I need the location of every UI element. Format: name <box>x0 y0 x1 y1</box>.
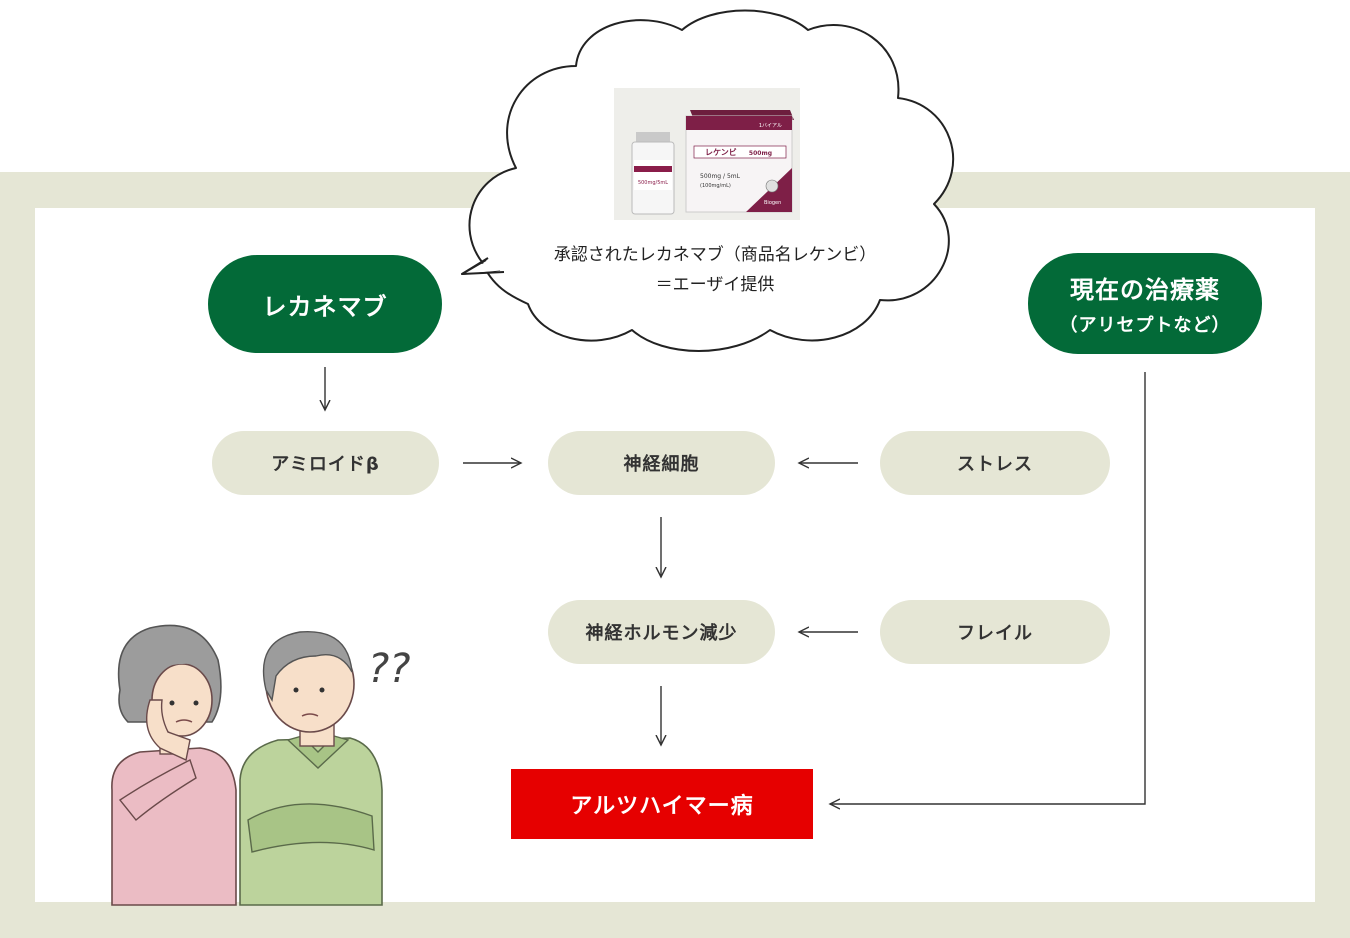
svg-text:1バイアル: 1バイアル <box>759 123 782 129</box>
question-marks: ?? <box>368 646 410 692</box>
product-box-image: 1バイアル レケンビ 500mg 500mg / 5mL (100mg/mL) … <box>685 110 794 213</box>
woman-figure <box>111 624 237 906</box>
node-frailty: フレイル <box>880 600 1110 664</box>
svg-text:500mg/5mL: 500mg/5mL <box>638 180 668 186</box>
node-alzheimers-label: アルツハイマー病 <box>570 794 754 819</box>
node-current-drug-title: 現在の治療薬 <box>1070 276 1220 304</box>
vial-image: 500mg/5mL <box>631 132 675 215</box>
node-lecanemab: レカネマブ <box>208 255 442 353</box>
node-neuron-label: 神経細胞 <box>623 454 700 475</box>
product-photo: 500mg/5mL 1バイアル レケンビ 500mg 500mg / 5mL (… <box>614 88 800 220</box>
arrow-current-drug-to-alzheimers <box>830 372 1146 804</box>
node-current-drug-sub: （アリセプトなど） <box>1059 315 1231 336</box>
node-neuron: 神経細胞 <box>548 431 775 495</box>
photo-caption: 承認されたレカネマブ（商品名レケンビ） ＝エーザイ提供 <box>515 240 915 300</box>
node-amyloid-beta-label: アミロイドβ <box>271 454 380 475</box>
node-amyloid-beta: アミロイドβ <box>212 431 439 495</box>
svg-text:レケンビ: レケンビ <box>705 147 737 157</box>
node-neuro-hormone-label: 神経ホルモン減少 <box>585 623 738 644</box>
node-stress: ストレス <box>880 431 1110 495</box>
caption-line-1: 承認されたレカネマブ（商品名レケンビ） <box>553 245 877 265</box>
node-neuro-hormone: 神経ホルモン減少 <box>548 600 775 664</box>
svg-text:500mg / 5mL: 500mg / 5mL <box>700 173 741 180</box>
svg-text:500mg: 500mg <box>749 150 772 157</box>
node-lecanemab-label: レカネマブ <box>262 292 388 321</box>
svg-text:(100mg/mL): (100mg/mL) <box>700 183 731 189</box>
node-current-drug: 現在の治療薬 （アリセプトなど） <box>1028 253 1262 354</box>
node-alzheimers: アルツハイマー病 <box>511 769 813 839</box>
svg-text:Biogen: Biogen <box>764 200 781 206</box>
node-frailty-label: フレイル <box>957 623 1033 644</box>
node-stress-label: ストレス <box>957 454 1033 475</box>
caption-line-2: ＝エーザイ提供 <box>655 275 775 295</box>
man-figure <box>239 630 383 906</box>
